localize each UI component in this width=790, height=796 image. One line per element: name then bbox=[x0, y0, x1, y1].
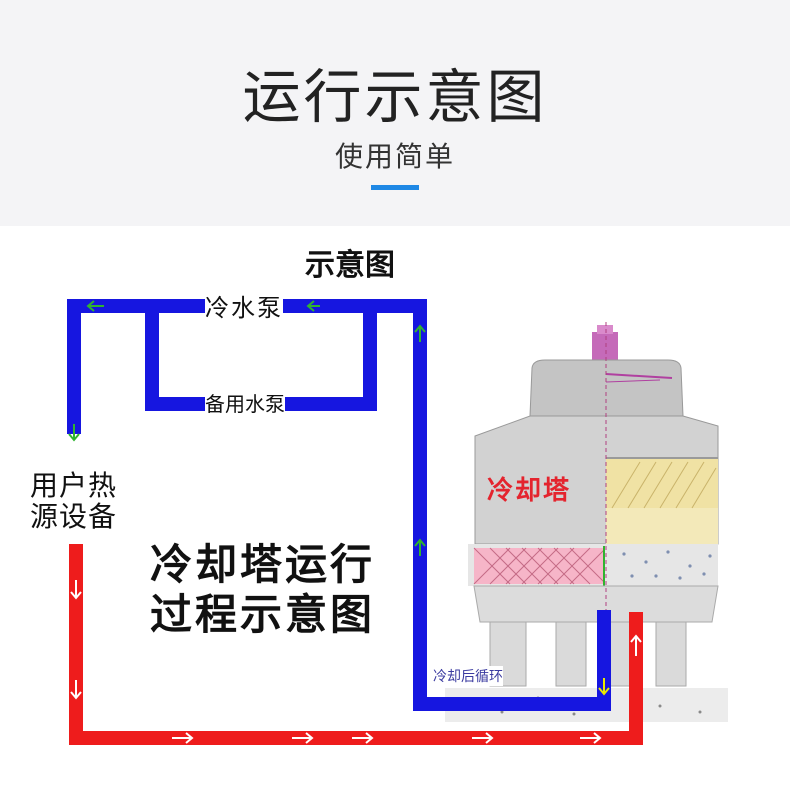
header: 运行示意图 使用简单 bbox=[0, 0, 790, 226]
backup-pump-label: 备用水泵 bbox=[205, 388, 285, 417]
page-title: 运行示意图 bbox=[242, 63, 548, 131]
accent-bar bbox=[371, 185, 419, 190]
cold-flow-arrows bbox=[68, 300, 426, 556]
yellow-flow-arrow bbox=[598, 678, 610, 696]
louver-hatch bbox=[473, 547, 605, 585]
water-drops bbox=[622, 550, 712, 580]
fan-blade-2 bbox=[605, 379, 661, 383]
cooling-tower bbox=[445, 322, 728, 722]
diagram-graphic bbox=[67, 299, 728, 745]
page-subtitle: 使用简单 bbox=[334, 140, 455, 173]
user-equipment-label: 用户热源设备 bbox=[30, 470, 130, 532]
collection-basin bbox=[473, 585, 719, 623]
process-caption: 冷却塔运行过程示意图 bbox=[150, 540, 376, 639]
motor-icon bbox=[592, 332, 618, 362]
cooling-tower-label: 冷却塔 bbox=[487, 476, 572, 506]
fill-media-lower bbox=[606, 508, 718, 544]
fan-blade bbox=[605, 373, 673, 379]
backup-pump-right-pipe bbox=[310, 306, 377, 411]
diagram-title: 示意图 bbox=[305, 248, 395, 283]
support-legs bbox=[489, 621, 687, 687]
cold-water-pump-label: 冷水泵 bbox=[205, 288, 283, 323]
after-cooling-label: 冷却后循环 bbox=[433, 666, 503, 686]
motor-cap bbox=[597, 325, 613, 334]
fill-hatch bbox=[611, 461, 717, 509]
cooling-tower-diagram: 示意图 冷水泵 备用水泵 用户热源设备 冷却塔运行过程示意图 冷却塔 冷却后循环 bbox=[0, 226, 790, 796]
fill-media bbox=[606, 458, 718, 508]
white-flow-arrows bbox=[70, 580, 642, 744]
